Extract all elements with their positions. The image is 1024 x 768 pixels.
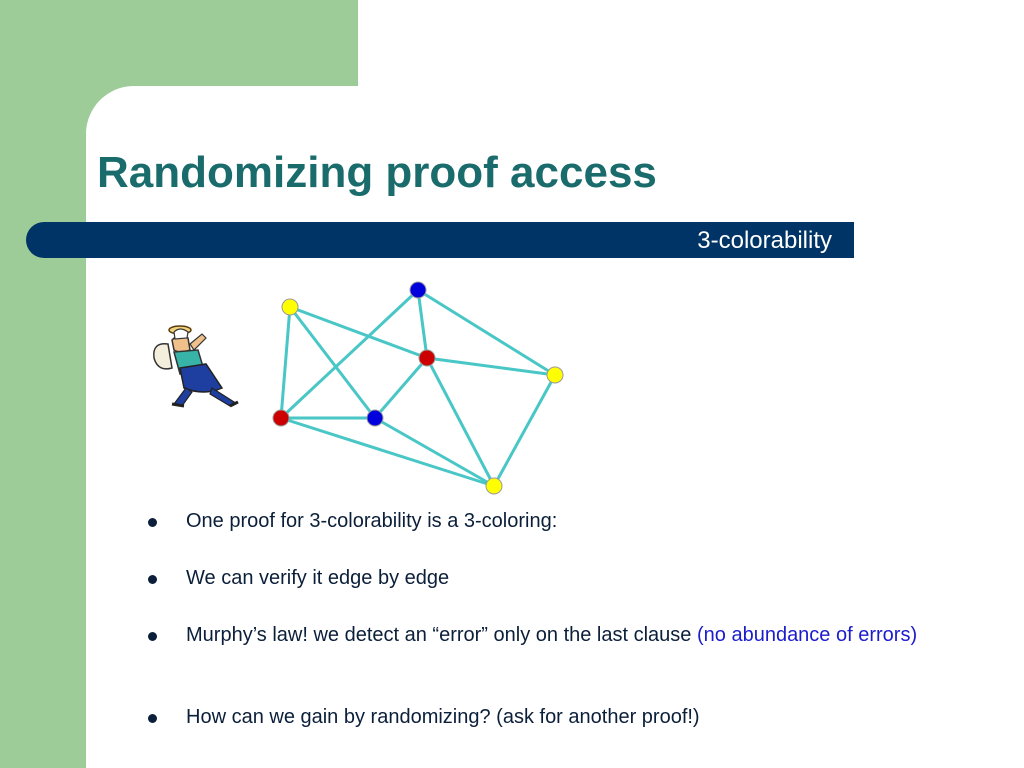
bullet-item: How can we gain by randomizing? (ask for… [148,705,976,729]
bullet-dot-icon [148,714,157,723]
bullet-dot-icon [148,518,157,527]
bullet-text: How can we gain by randomizing? (ask for… [186,706,700,728]
bullet-item: One proof for 3-colorability is a 3-colo… [148,509,976,533]
bullet-highlight-text: (no abundance of errors) [696,624,918,646]
bullet-item: We can verify it edge by edge [148,566,976,590]
bullet-item: Murphy’s law! we detect an “error” only … [148,623,976,647]
subtitle-banner: 3-colorability [26,222,854,258]
running-chef-icon [153,325,239,408]
bullet-text: Murphy’s law! we detect an “error” only … [186,624,697,646]
bullet-text: We can verify it edge by edge [186,567,450,589]
bullet-text: One proof for 3-colorability is a 3-colo… [186,510,558,532]
bullet-dot-icon [148,632,157,641]
bullet-dot-icon [148,575,157,584]
slide-subtitle: 3-colorability [697,227,832,254]
slide-title: Randomizing proof access [97,148,657,197]
